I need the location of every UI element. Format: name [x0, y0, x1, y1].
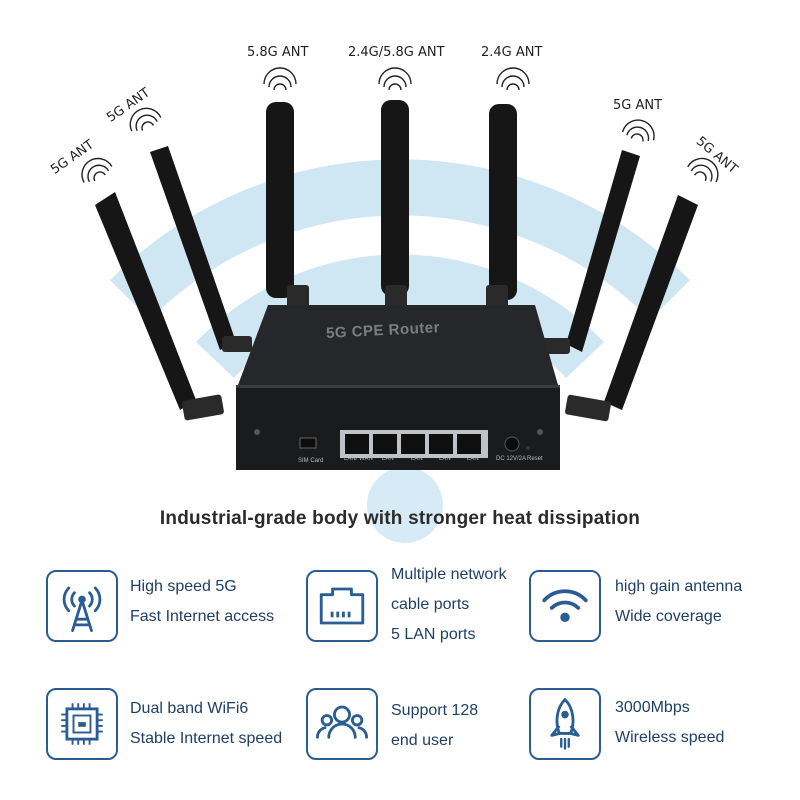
feature-text-ports: Multiple network cable ports 5 LAN ports	[391, 560, 507, 650]
feature-text-speed: 3000Mbps Wireless speed	[615, 693, 724, 753]
feature-text-antenna: high gain antenna Wide coverage	[615, 572, 742, 632]
feature-line: Stable Internet speed	[130, 730, 283, 747]
port-label-1: LAN/ WAN	[344, 456, 373, 462]
reset-label: Reset	[527, 456, 543, 462]
feature-line: end user	[391, 732, 454, 749]
antenna-label-right: 5G ANT	[613, 98, 663, 113]
port-label-4: LAN	[439, 456, 451, 462]
wifi-icon	[529, 570, 601, 642]
users-icon	[306, 688, 378, 760]
antenna-label-center-left: 5.8G ANT	[247, 45, 309, 60]
port-label-5: LAN	[467, 456, 479, 462]
antenna-center-left	[266, 102, 309, 311]
antenna-left	[150, 146, 252, 352]
feature-line: High speed 5G	[130, 578, 237, 595]
feature-text-wifi6: Dual band WiFi6 Stable Internet speed	[130, 694, 282, 754]
antenna-label-center-right: 2.4G ANT	[481, 45, 543, 60]
antenna-label-center: 2.4G/5.8G ANT	[348, 45, 445, 60]
antenna-tower-icon	[46, 570, 118, 642]
antennas	[95, 100, 698, 422]
feature-line: high gain antenna	[615, 578, 743, 595]
feature-line: Support 128	[391, 702, 479, 719]
feature-line: cable ports	[391, 596, 470, 613]
feature-line: Multiple network	[391, 566, 507, 583]
feature-line: Fast Internet access	[130, 608, 275, 625]
port-label-3: LAN	[411, 456, 423, 462]
feature-line: Wide coverage	[615, 608, 722, 625]
ethernet-port-icon	[306, 570, 378, 642]
headline: Industrial-grade body with stronger heat…	[159, 508, 641, 529]
rocket-icon	[529, 688, 601, 760]
feature-text-users: Support 128 end user	[391, 696, 478, 756]
feature-line: Dual band WiFi6	[130, 700, 249, 717]
antenna-center-right	[486, 104, 517, 311]
sim-card-label: SIM Card	[298, 458, 324, 464]
antenna-far-left	[95, 192, 224, 421]
port-label-2: LAN	[382, 456, 394, 462]
router-body	[236, 305, 560, 470]
chip-icon	[46, 688, 118, 760]
feature-line: Wireless speed	[615, 729, 725, 746]
antenna-center	[381, 100, 409, 311]
power-label: DC 12V/2A	[496, 456, 527, 462]
feature-line: 3000Mbps	[615, 699, 690, 716]
antenna-far-right	[565, 195, 698, 422]
signal-waves	[81, 67, 719, 183]
feature-text-5g: High speed 5G Fast Internet access	[130, 572, 274, 632]
feature-line: 5 LAN ports	[391, 626, 476, 643]
